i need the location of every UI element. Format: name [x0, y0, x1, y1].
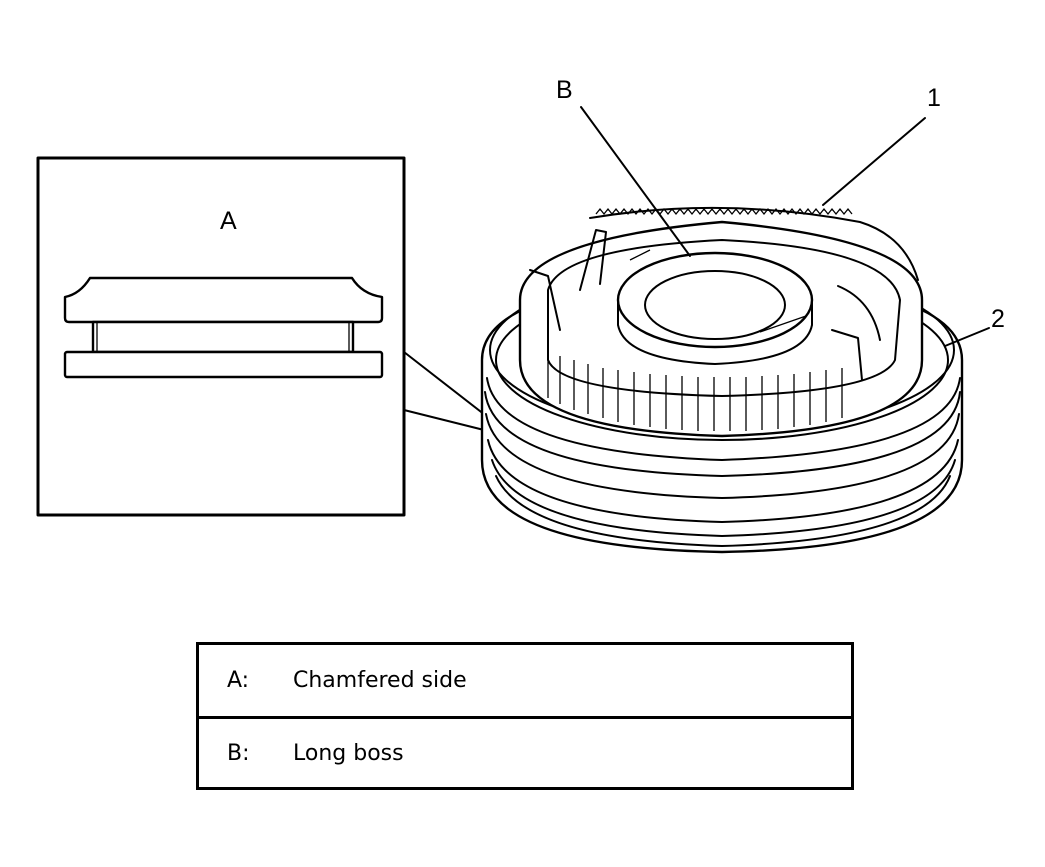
callout-1-leader [822, 117, 926, 206]
callout-a-label: A [220, 207, 237, 235]
legend-row-b: B: Long boss [199, 716, 851, 787]
chamfered-flange-upper [63, 276, 384, 324]
legend-description: Long boss [293, 740, 404, 766]
detail-inset: A [36, 156, 513, 517]
hub-inner-recess [547, 239, 901, 397]
callout-b-leader [580, 106, 691, 257]
callout-2-leader [944, 327, 990, 347]
synchronizer-diagram: A [36, 76, 1005, 554]
callout-1-label: 1 [927, 84, 941, 112]
detail-frame [36, 156, 406, 517]
legend-row-a: A: Chamfered side [199, 645, 851, 716]
hub-section [91, 320, 355, 354]
long-boss [616, 251, 814, 365]
callout-2-label: 2 [991, 305, 1005, 333]
legend-key: B: [227, 740, 250, 766]
flange-lower [63, 350, 384, 379]
legend-description: Chamfered side [293, 668, 467, 693]
legend-table: A: Chamfered side B: Long boss [196, 642, 854, 790]
synchronizer-assembly [480, 206, 964, 554]
callout-leaders: B 1 2 [556, 76, 1005, 347]
callout-b-label: B [556, 76, 573, 104]
legend-key: A: [227, 668, 250, 693]
